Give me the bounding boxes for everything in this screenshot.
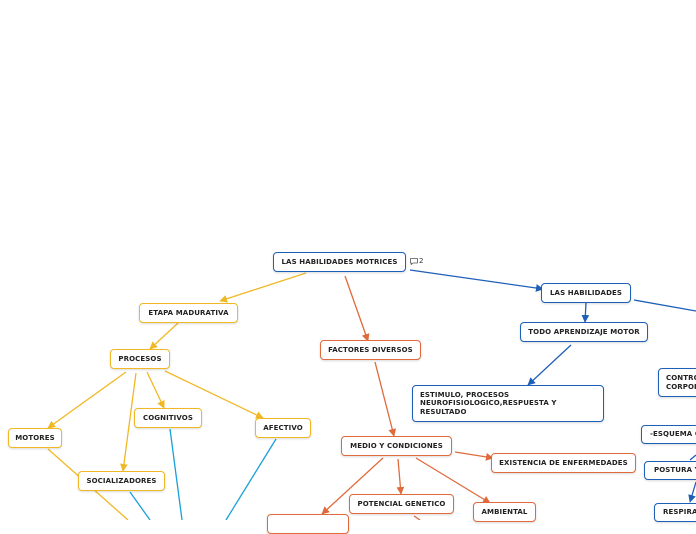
node-extra-cut[interactable] (267, 514, 349, 534)
node-control-corporal[interactable]: CONTROL CORPOR (658, 368, 696, 397)
node-socializadores[interactable]: SOCIALIZADORES (78, 471, 165, 491)
connector-root-factores (344, 275, 370, 342)
comment-icon (410, 257, 418, 265)
node-medio-y-condiciones[interactable]: MEDIO Y CONDICIONES (341, 436, 452, 456)
connector-factores-medio (374, 361, 397, 437)
connector-cognitivos-down (169, 428, 183, 520)
node-potencial-genetico[interactable]: POTENCIAL GENETICO (349, 494, 454, 514)
connector-root-habilidades (409, 269, 544, 292)
node-etapa-madurativa[interactable]: ETAPA MADURATIVA (139, 303, 238, 323)
node-todo-aprendizaje-motor[interactable]: TODO APRENDIZAJE MOTOR (520, 322, 648, 342)
connector-potencial-down (413, 515, 421, 520)
connector-aprendizaje-estimulo (527, 344, 572, 386)
comment-indicator[interactable]: 2 (410, 257, 423, 265)
connector-right-respira (688, 481, 696, 503)
node-existencia-enfermedades[interactable]: EXISTENCIA DE ENFERMEDADES (491, 453, 636, 473)
connector-procesos-cognitivos (146, 371, 165, 409)
node-ambiental[interactable]: AMBIENTAL (473, 502, 536, 522)
mind-map-connectors (47, 269, 696, 520)
node-esquema[interactable]: -ESQUEMA C (641, 425, 696, 444)
connector-root-etapa (219, 272, 307, 303)
node-root[interactable]: LAS HABILIDADES MOTRICES (273, 252, 406, 272)
connector-medio-ambiental (415, 457, 491, 504)
node-cognitivos[interactable]: COGNITIVOS (134, 408, 202, 428)
node-respira[interactable]: RESPIRA (654, 503, 696, 522)
node-postura[interactable]: POSTURA Y (644, 461, 696, 480)
comment-count: 2 (419, 257, 424, 265)
connector-socializadores-down (129, 491, 151, 520)
connector-right-postura (689, 454, 696, 461)
connector-medio-enfermedades (454, 451, 494, 461)
connector-medio-extra (321, 457, 384, 515)
connector-etapa-procesos (149, 322, 179, 350)
connector-procesos-motores (47, 371, 127, 429)
connector-afectivo-down (225, 438, 277, 520)
connector-habilidades-right (633, 299, 696, 312)
connector-medio-potencial (396, 458, 405, 495)
connector-habilidades-aprendizaje (581, 302, 590, 323)
node-factores-diversos[interactable]: FACTORES DIVERSOS (320, 340, 421, 360)
node-afectivo[interactable]: AFECTIVO (255, 418, 311, 438)
connector-procesos-socializadores (120, 372, 137, 472)
node-procesos[interactable]: PROCESOS (110, 349, 170, 369)
node-motores[interactable]: MOTORES (8, 428, 62, 448)
node-estimulo-procesos[interactable]: ESTIMULO, PROCESOS NEUROFISIOLOGICO,RESP… (412, 385, 604, 422)
node-las-habilidades[interactable]: LAS HABILIDADES (541, 283, 631, 303)
connector-procesos-afectivo (164, 370, 264, 419)
